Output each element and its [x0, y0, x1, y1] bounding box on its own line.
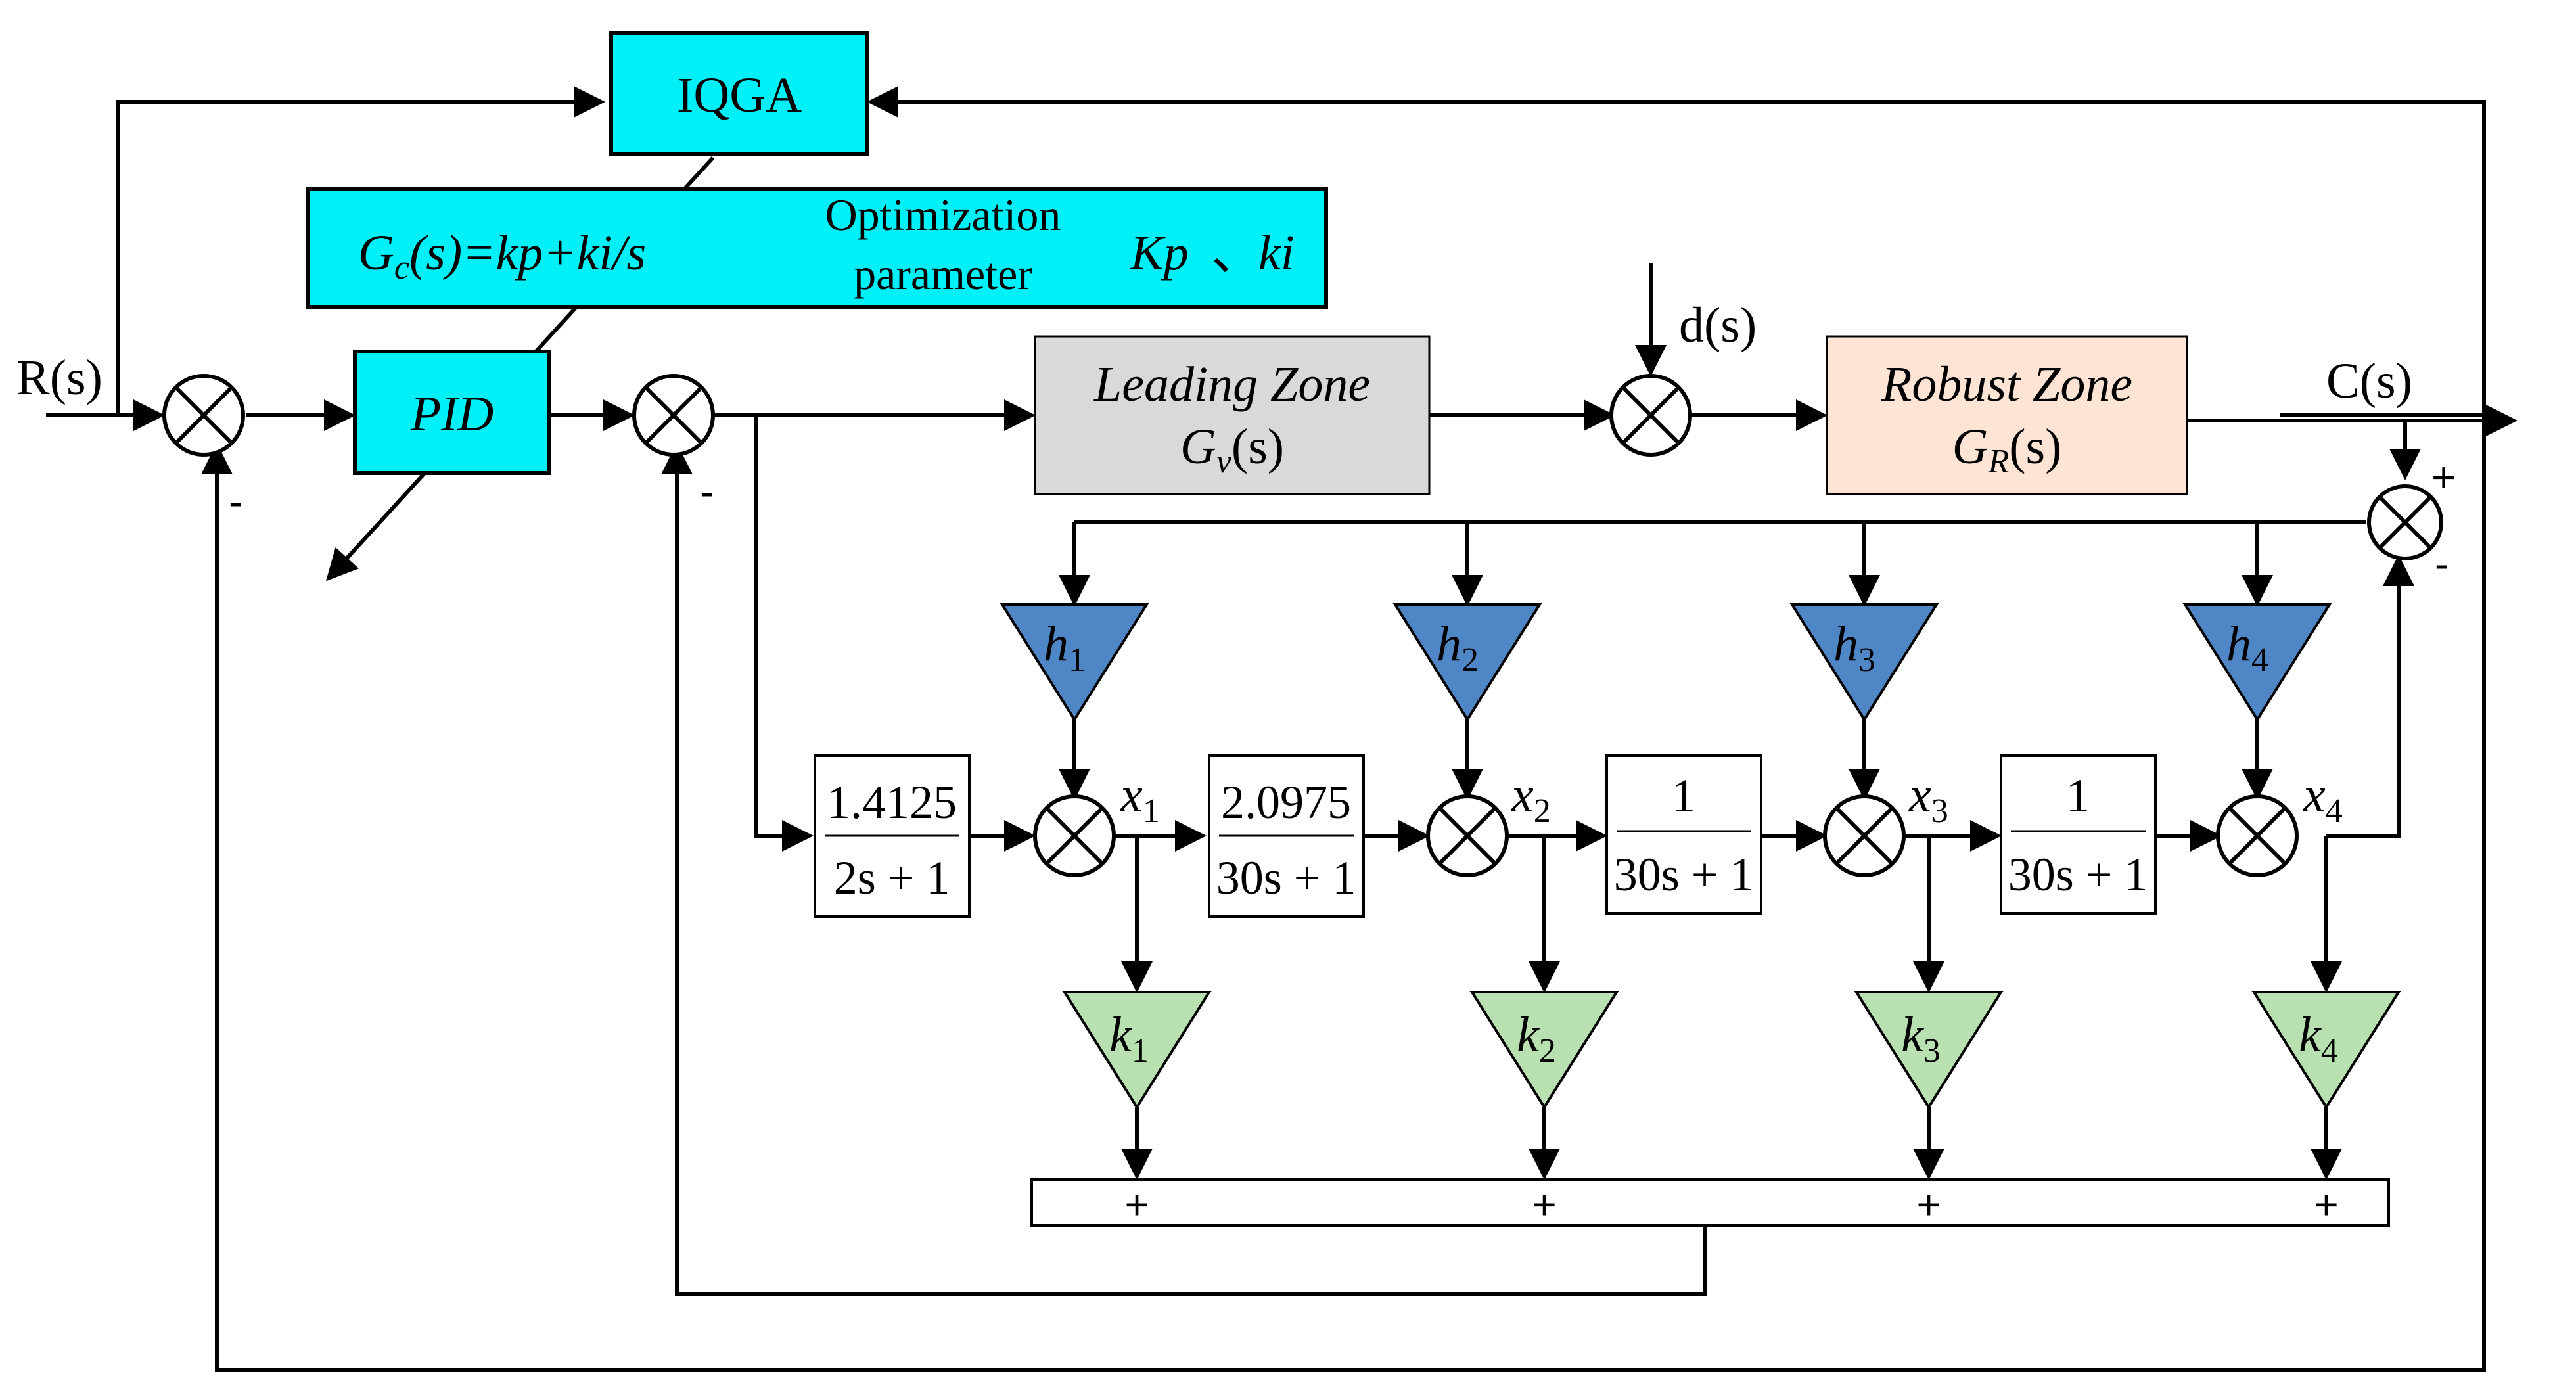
tf3-numerator: 1	[1672, 769, 1695, 822]
sum-junction-x1	[1033, 794, 1116, 877]
tf1-numerator: 1.4125	[827, 776, 957, 829]
bar-plus-1: +	[1124, 1181, 1149, 1228]
h2-gain	[1392, 603, 1542, 722]
robust-zone-name: Robust Zone	[1881, 357, 2132, 412]
robust-zone-tf: GR(s)	[1952, 419, 2062, 480]
h4-label: h4	[2226, 616, 2268, 679]
k1-label: k1	[1109, 1007, 1149, 1070]
parameter-text: parameter	[854, 249, 1032, 299]
h4-gain	[2182, 603, 2332, 722]
x4-label: x4	[2303, 767, 2343, 830]
inner-feedback-line	[661, 443, 1707, 1296]
iqga-feedback-route	[871, 100, 2486, 417]
tf2-numerator: 2.0975	[1221, 776, 1351, 829]
leading-zone-block	[1034, 335, 1431, 495]
sum1-minus-sign: -	[229, 478, 242, 525]
iqga-input-line	[116, 86, 605, 415]
input-signal-label: R(s)	[16, 350, 103, 405]
tf-block-1: 1.4125 2s + 1	[814, 754, 971, 918]
h1-gain	[1000, 603, 1149, 722]
h3-label: h3	[1833, 616, 1875, 679]
ki-label: ki	[1258, 225, 1295, 281]
x3-label: x3	[1908, 767, 1948, 830]
x1-label: x1	[1120, 767, 1160, 830]
sum2-minus-sign: -	[700, 468, 714, 515]
sum-junction-x4	[2216, 794, 2299, 877]
state-feedback-sum-bar	[1030, 1178, 2390, 1227]
kp-label: Kp	[1130, 225, 1189, 281]
bar-plus-3: +	[1916, 1181, 1941, 1228]
h2-label: h2	[1437, 616, 1479, 679]
tf1-denominator: 2s + 1	[834, 852, 950, 904]
sum-junction-2	[632, 374, 715, 457]
x4-to-sum4	[2326, 555, 2414, 838]
k4-gain	[2251, 991, 2401, 1110]
k3-label: k3	[1901, 1007, 1941, 1070]
disturbance-label: d(s)	[1679, 298, 1757, 353]
sum-junction-error	[2367, 484, 2443, 560]
h3-gain	[1789, 603, 1939, 722]
pid-label: PID	[410, 386, 494, 442]
sum4-plus-sign: +	[2431, 453, 2456, 501]
bar-plus-4: +	[2314, 1181, 2338, 1228]
iqga-block	[609, 31, 869, 156]
gc-formula: Gc(s)=kp+ki/s	[358, 225, 646, 286]
tf2-denominator: 30s + 1	[1216, 852, 1356, 904]
k4-label: k4	[2299, 1007, 2338, 1070]
sum-junction-x3	[1823, 794, 1906, 877]
sum-junction-disturbance	[1609, 374, 1692, 457]
leading-zone-tf: Gv(s)	[1180, 419, 1284, 480]
k1-gain	[1062, 991, 1212, 1110]
tf-block-2: 2.0975 30s + 1	[1208, 754, 1365, 918]
tf-block-3: 1 30s + 1	[1605, 754, 1762, 915]
pid-block	[353, 350, 551, 475]
sum-junction-1	[162, 374, 245, 457]
branch-to-chain	[754, 415, 814, 852]
k3-gain	[1854, 991, 2004, 1110]
k2-label: k2	[1517, 1007, 1556, 1070]
leading-zone-name: Leading Zone	[1093, 357, 1370, 412]
tf-block-4: 1 30s + 1	[2000, 754, 2157, 915]
bar-plus-2: +	[1532, 1181, 1556, 1228]
optimization-bar	[306, 187, 1328, 309]
x2-label: x2	[1511, 767, 1551, 830]
robust-zone-block	[1826, 335, 2188, 495]
sum-junction-x2	[1426, 794, 1509, 877]
k2-gain	[1469, 991, 1619, 1110]
h1-label: h1	[1044, 616, 1086, 679]
output-signal-label: C(s)	[2326, 353, 2412, 409]
tf4-numerator: 1	[2066, 769, 2090, 822]
optimization-text: Optimization	[825, 190, 1061, 240]
sum4-minus-sign: -	[2435, 540, 2449, 587]
outer-feedback-line	[201, 415, 2486, 1372]
tf4-denominator: 30s + 1	[2008, 848, 2148, 901]
tf3-denominator: 30s + 1	[1614, 848, 1754, 901]
iqga-label: IQGA	[677, 68, 802, 123]
param-separator: 、	[1211, 225, 1261, 281]
